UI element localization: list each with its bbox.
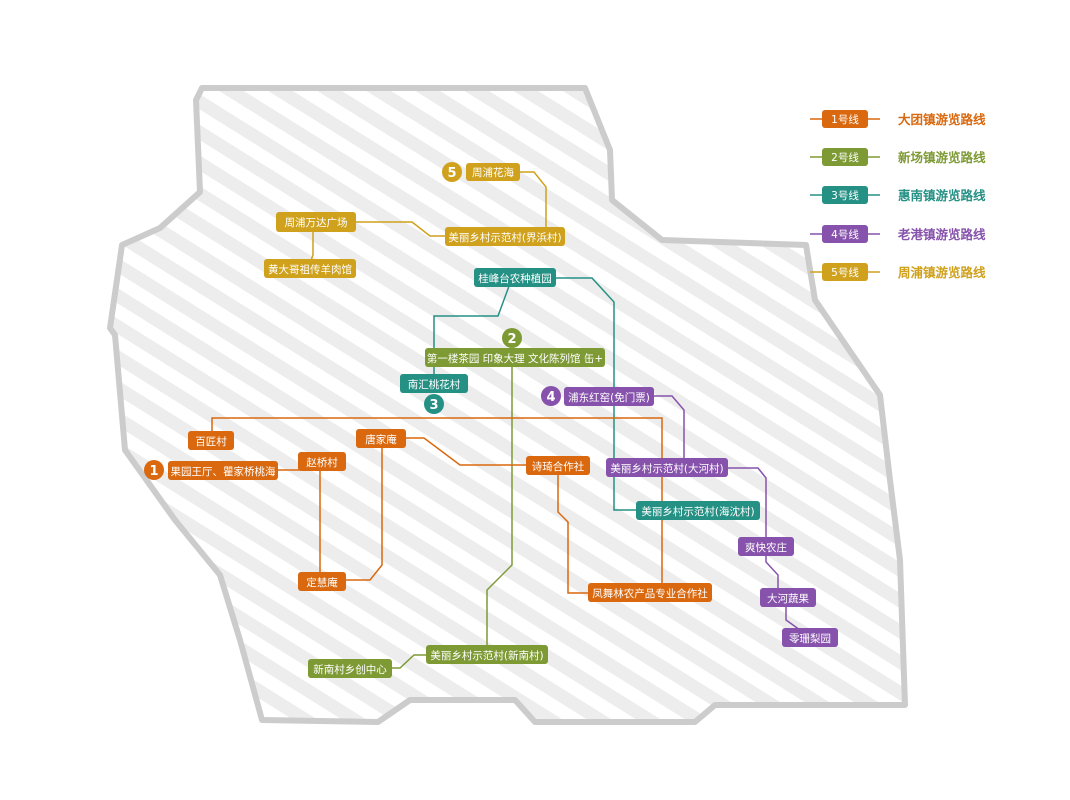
svg-text:美丽乡村示范村(大河村): 美丽乡村示范村(大河村) <box>610 462 723 475</box>
stop-meili-haishen: 美丽乡村示范村(海沈村) <box>636 501 760 520</box>
stop-meili-xinnan: 美丽乡村示范村(新南村) <box>426 645 548 664</box>
stop-shiqi: 诗琦合作社 <box>526 456 590 475</box>
svg-text:零珊梨园: 零珊梨园 <box>789 632 831 645</box>
stop-meili-jiebin: 美丽乡村示范村(界浜村) <box>445 227 565 246</box>
line-2-route <box>392 362 513 669</box>
svg-text:周浦万达广场: 周浦万达广场 <box>285 216 348 229</box>
svg-text:诗琦合作社: 诗琦合作社 <box>532 460 585 473</box>
line-badge-3: 3 <box>424 394 444 414</box>
svg-text:1: 1 <box>149 464 158 479</box>
stop-meili-dahe: 美丽乡村示范村(大河村) <box>606 458 728 477</box>
svg-text:美丽乡村示范村(海沈村): 美丽乡村示范村(海沈村) <box>641 505 754 518</box>
svg-text:黄大哥祖传羊肉馆: 黄大哥祖传羊肉馆 <box>268 263 352 276</box>
stop-shuangkuai: 爽快农庄 <box>738 537 794 556</box>
svg-text:大团镇游览路线: 大团镇游览路线 <box>898 112 986 127</box>
svg-text:4: 4 <box>546 390 555 405</box>
stop-nanhui-taohua: 南汇桃花村 <box>400 374 468 393</box>
svg-text:桂峰台农种植园: 桂峰台农种植园 <box>478 272 552 285</box>
stop-diyilou: 第一楼茶园 印象大理 文化陈列馆 缶+ <box>425 348 605 367</box>
svg-text:老港镇游览路线: 老港镇游览路线 <box>897 227 986 242</box>
stop-linglongli: 零珊梨园 <box>782 628 838 647</box>
svg-text:3号线: 3号线 <box>831 189 859 202</box>
svg-text:唐家庵: 唐家庵 <box>365 433 397 446</box>
svg-text:新场镇游览路线: 新场镇游览路线 <box>898 150 986 165</box>
svg-text:浦东红窑(免门票): 浦东红窑(免门票) <box>568 391 650 404</box>
map-region <box>107 85 908 725</box>
stop-pudong-hongyao: 浦东红窑(免门票) <box>564 387 654 406</box>
legend-item-line-5: 5号线 周浦镇游览路线 <box>810 263 986 281</box>
legend-item-line-4: 4号线 老港镇游览路线 <box>810 225 986 243</box>
line-badge-1: 1 <box>144 460 164 480</box>
stop-fengwulin: 凤舞林农产品专业合作社 <box>588 583 712 602</box>
stop-guoyuan: 果园王厅、瞿家桥桃海 <box>168 461 278 480</box>
svg-text:果园王厅、瞿家桥桃海: 果园王厅、瞿家桥桃海 <box>171 465 276 478</box>
svg-text:3: 3 <box>429 398 438 413</box>
svg-text:5号线: 5号线 <box>831 266 859 279</box>
line-4-route <box>652 395 801 631</box>
svg-text:大河蔬果: 大河蔬果 <box>767 592 809 605</box>
legend: 1号线 大团镇游览路线 2号线 新场镇游览路线 3号线 惠南镇游览路线 4号线 … <box>810 110 986 281</box>
stop-baijiang: 百匠村 <box>188 431 234 450</box>
svg-text:5: 5 <box>447 166 456 181</box>
line-badge-4: 4 <box>541 386 561 406</box>
svg-text:4号线: 4号线 <box>831 228 859 241</box>
stop-zhaoqiao: 赵桥村 <box>298 452 346 471</box>
line-3-route <box>433 277 636 511</box>
stop-huangdage: 黄大哥祖传羊肉馆 <box>264 259 356 278</box>
svg-text:周浦花海: 周浦花海 <box>472 166 514 179</box>
svg-text:1号线: 1号线 <box>831 113 859 126</box>
svg-text:周浦镇游览路线: 周浦镇游览路线 <box>898 265 986 280</box>
svg-text:爽快农庄: 爽快农庄 <box>745 541 787 554</box>
svg-text:凤舞林农产品专业合作社: 凤舞林农产品专业合作社 <box>592 587 708 600</box>
stop-dahe-shuguo: 大河蔬果 <box>760 588 816 607</box>
legend-item-line-1: 1号线 大团镇游览路线 <box>810 110 986 128</box>
stop-xinnan-chuang: 新南村乡创中心 <box>308 659 392 678</box>
svg-text:惠南镇游览路线: 惠南镇游览路线 <box>898 188 986 203</box>
svg-text:2号线: 2号线 <box>831 151 859 164</box>
line-badge-5: 5 <box>442 162 462 182</box>
stop-zhoupu-wanda: 周浦万达广场 <box>276 212 356 232</box>
svg-text:新南村乡创中心: 新南村乡创中心 <box>313 663 387 676</box>
legend-item-line-2: 2号线 新场镇游览路线 <box>810 148 986 166</box>
svg-text:南汇桃花村: 南汇桃花村 <box>408 378 461 391</box>
svg-text:第一楼茶园 印象大理 文化陈列馆 缶+: 第一楼茶园 印象大理 文化陈列馆 缶+ <box>427 352 603 365</box>
svg-text:美丽乡村示范村(新南村): 美丽乡村示范村(新南村) <box>430 649 543 662</box>
svg-text:赵桥村: 赵桥村 <box>306 456 338 469</box>
stop-dinghuian: 定慧庵 <box>298 572 346 591</box>
line-badge-2: 2 <box>502 328 522 348</box>
svg-text:2: 2 <box>507 332 516 347</box>
stop-zhoupu-huahai: 周浦花海 <box>466 163 520 181</box>
svg-text:定慧庵: 定慧庵 <box>306 576 338 589</box>
svg-text:百匠村: 百匠村 <box>195 435 227 448</box>
stop-guifengtai: 桂峰台农种植园 <box>474 268 556 287</box>
stop-tangjiaan: 唐家庵 <box>356 429 406 448</box>
legend-item-line-3: 3号线 惠南镇游览路线 <box>810 186 986 204</box>
svg-text:美丽乡村示范村(界浜村): 美丽乡村示范村(界浜村) <box>448 231 561 244</box>
